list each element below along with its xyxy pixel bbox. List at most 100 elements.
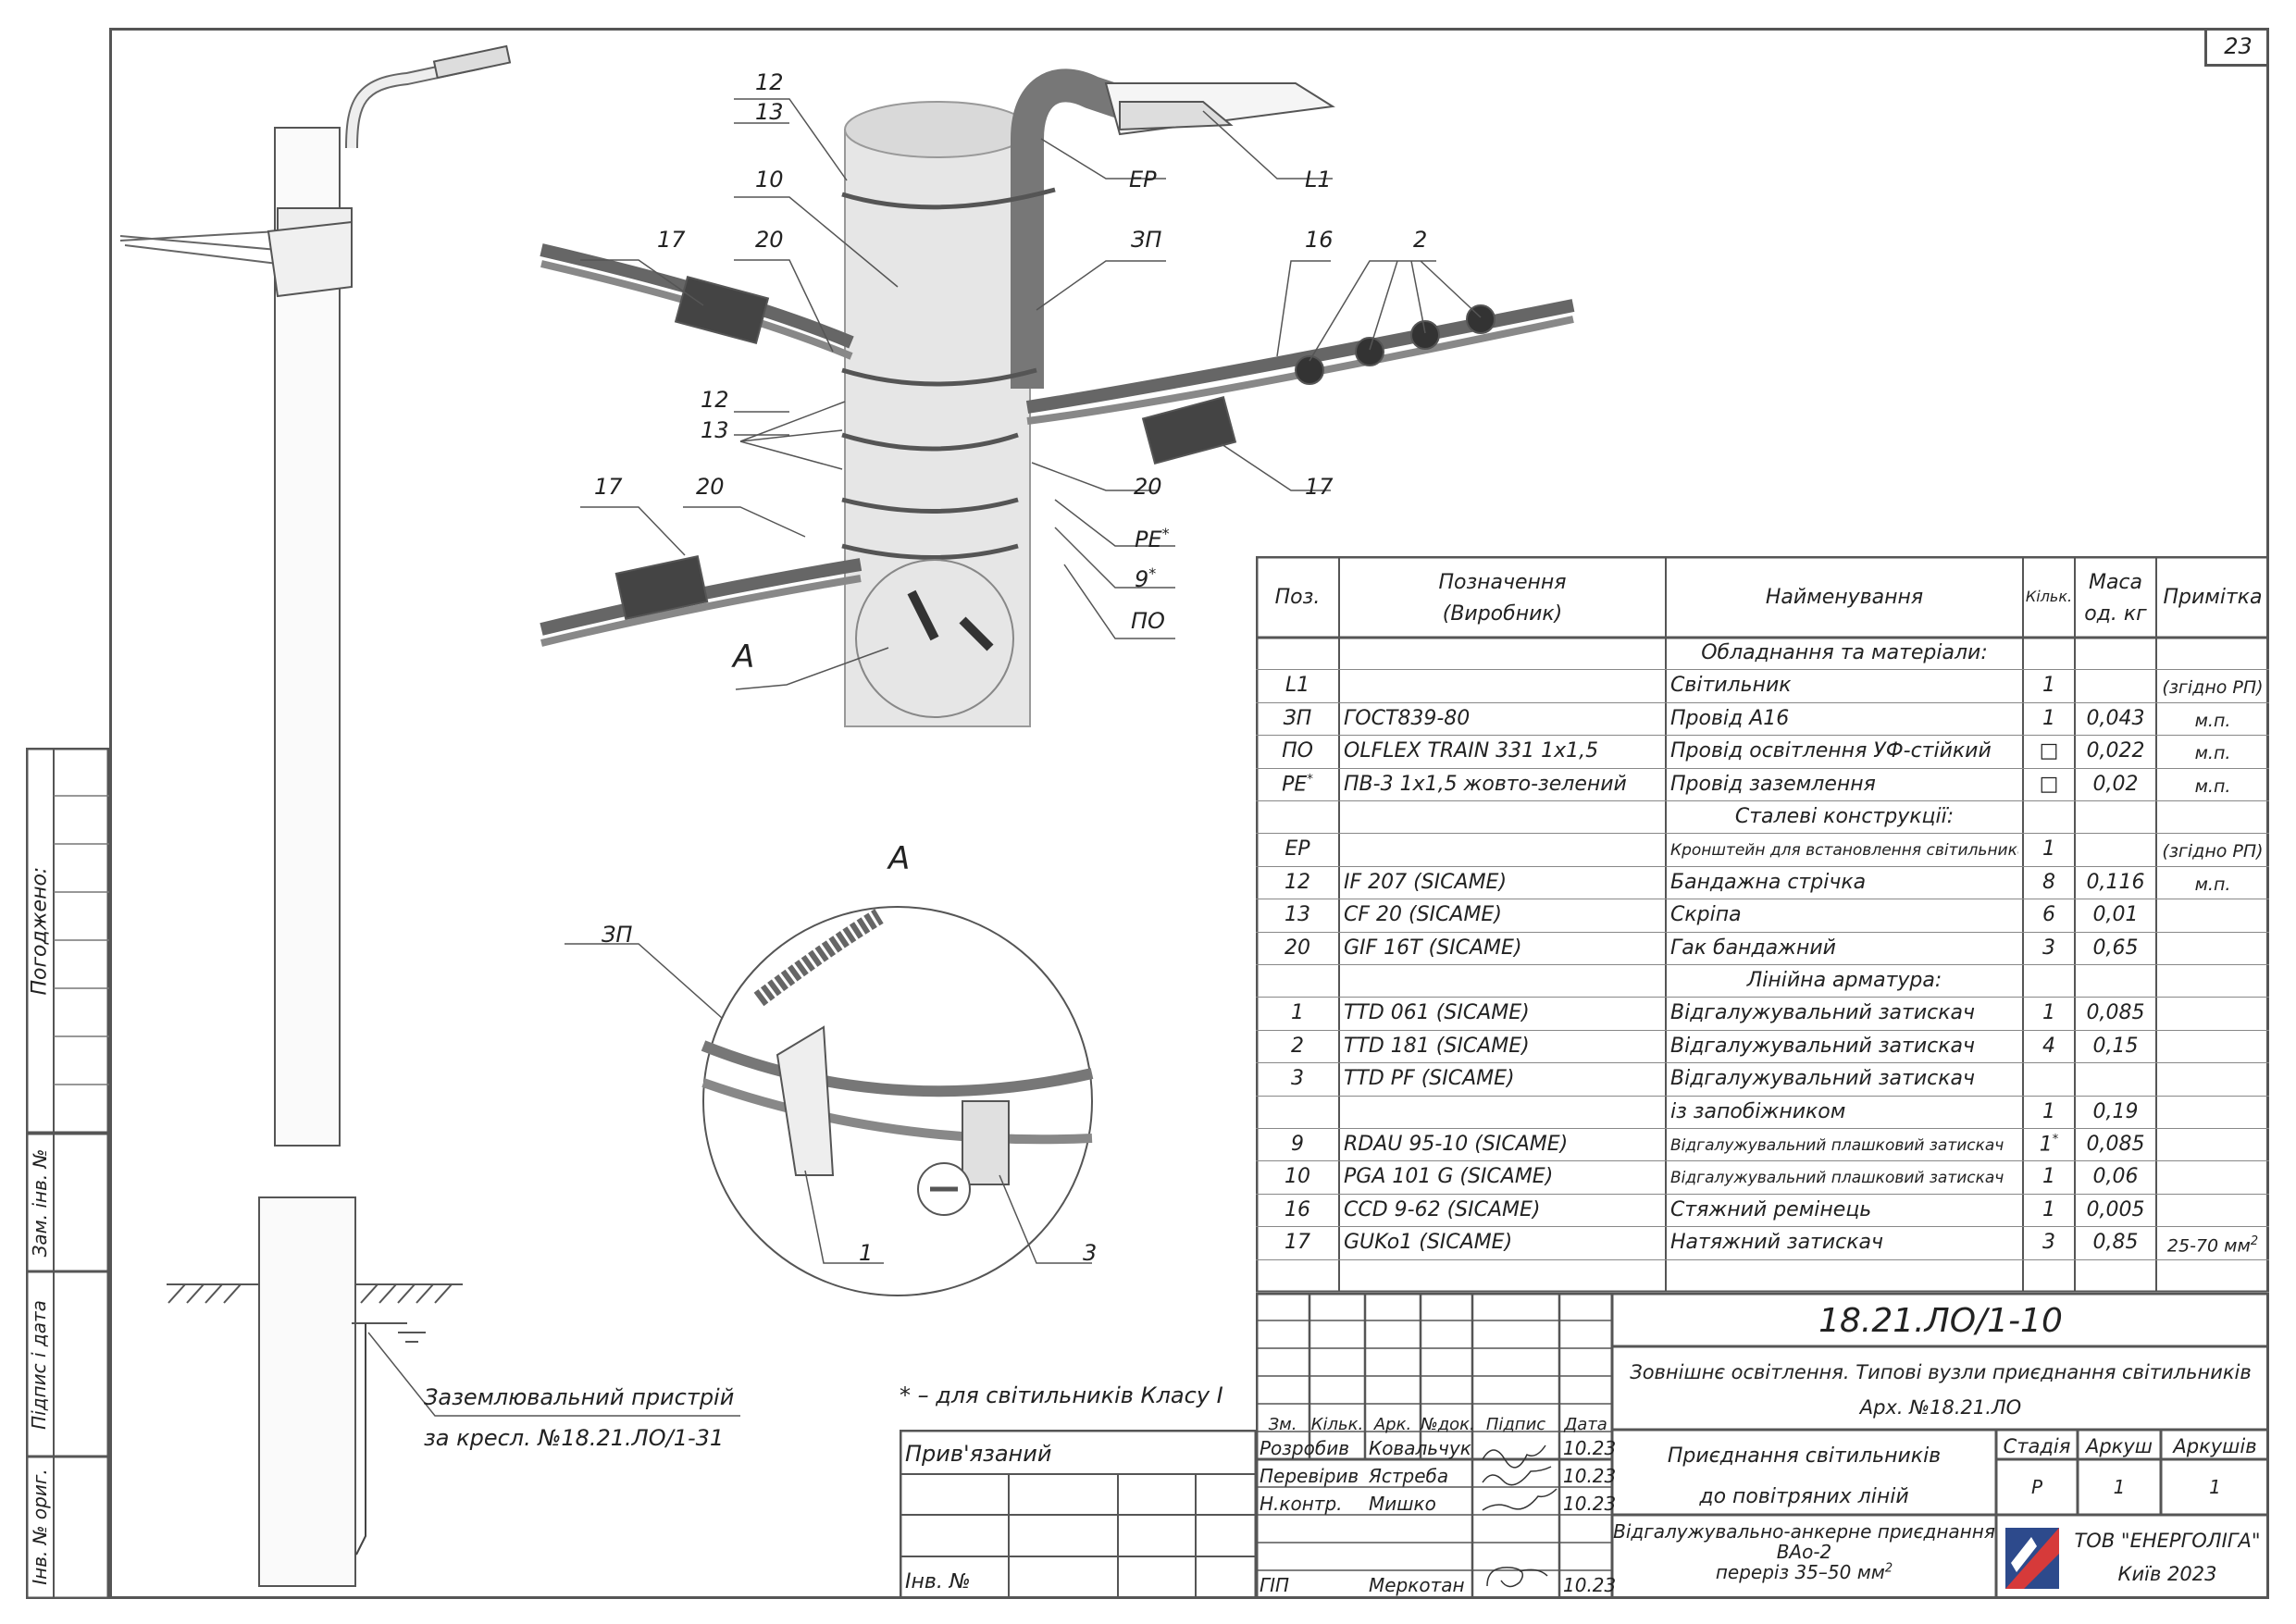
side-stamp: Погоджено: Зам. інв. № Підпис і дата Інв… <box>26 748 109 1599</box>
spec-value-des: GUKo1 (SICAME) <box>1344 1231 1513 1255</box>
spec-cell-qty: 3 <box>2023 1231 2075 1254</box>
spec-value-note: (згідно РП) <box>2162 677 2264 699</box>
detail-callout-zp: ЗП <box>602 922 633 948</box>
spec-value-des: TTD 181 (SICAME) <box>1344 1034 1530 1058</box>
spec-cell-name: Провід освітлення УФ-стійкий <box>1670 739 2018 762</box>
spec-superscript: * <box>2052 1133 2059 1147</box>
spec-value-name: Відгалужувальний затискач <box>1670 1034 1975 1058</box>
detail-callout-1: 1 <box>859 1240 874 1266</box>
spec-value-mass: 0,043 <box>2086 706 2145 730</box>
spec-superscript: 2 <box>2250 1234 2259 1249</box>
spec-value-des: OLFLEX TRAIN 331 1x1,5 <box>1344 739 1599 763</box>
spec-value-name: Кронштейн для встановлення світильника <box>1670 841 2018 861</box>
tied-label: Прив'язаний <box>905 1441 1052 1467</box>
callout-20-lower: 20 <box>696 474 725 500</box>
spec-cell-mass: 0,01 <box>2075 903 2156 926</box>
spec-value-des: ПВ-3 1x1,5 жовто-зелений <box>1344 772 1627 796</box>
spec-cell-pos: 3 <box>1256 1067 1339 1090</box>
spec-cell-pos: L1 <box>1256 674 1339 697</box>
spec-value-pos: 2 <box>1291 1034 1304 1058</box>
grounding-leader <box>367 1332 740 1417</box>
spec-value-mass: 0,005 <box>2086 1197 2145 1221</box>
spec-value-pos: ПО <box>1282 739 1313 763</box>
name-developer: Ковальчук <box>1369 1437 1471 1459</box>
title-block: Прив'язаний Інв. № Зм. Кільк. Арк. №док.… <box>900 1293 2269 1599</box>
spec-row: ПО OLFLEX TRAIN 331 1x1,5 Провід освітленн… <box>1256 736 2269 769</box>
spec-value-name: Скріпа <box>1670 903 1742 927</box>
stage-value: Р <box>2030 1476 2043 1498</box>
spec-value-mass: 0,65 <box>2092 936 2139 960</box>
callout-17-lower: 17 <box>594 474 623 500</box>
spec-cell-note: (згідно РП) <box>2156 841 2269 862</box>
spec-value-name: Провід освітлення УФ-стійкий <box>1670 739 1992 763</box>
sheet-title-1: Приєднання світильників <box>1667 1444 1942 1468</box>
spec-cell-des: ПВ-3 1x1,5 жовто-зелений <box>1344 773 1661 796</box>
date-chief-engineer: 10.23 <box>1563 1574 1617 1596</box>
spec-value-qty: 1 <box>2042 706 2055 730</box>
spec-cell-des: IF 207 (SICAME) <box>1344 871 1661 894</box>
spec-cell-mass: 0,06 <box>2075 1165 2156 1188</box>
spec-value-pos: 20 <box>1285 936 1310 960</box>
company-logo <box>2004 1526 2061 1591</box>
spec-value-note: (згідно РП) <box>2162 841 2264 862</box>
callout-po: ПО <box>1131 608 1165 634</box>
spec-cell-pos: 10 <box>1256 1165 1339 1188</box>
col-header-docno: №док. <box>1421 1415 1475 1434</box>
spec-header-note: Примітка <box>2163 586 2263 609</box>
spec-value-des: ГОСТ839-80 <box>1344 706 1471 730</box>
callout-13-upper: 13 <box>755 99 784 125</box>
spec-cell-name: Відгалужувальний затискач <box>1670 1067 2018 1090</box>
spec-header-designation-2: (Виробник) <box>1442 602 1563 626</box>
spec-value-qty: 8 <box>2042 870 2055 894</box>
main-isometric-view <box>540 68 1575 727</box>
spec-cell-name: Провід А16 <box>1670 707 2018 730</box>
spec-cell-des: TTD 061 (SICAME) <box>1344 1001 1661 1024</box>
role-chief-engineer: ГІП <box>1260 1574 1290 1596</box>
drawing-title-3: переріз 35–50 мм2 <box>1715 1561 1893 1583</box>
drawing-title-2: ВАо-2 <box>1776 1541 1832 1563</box>
spec-value-mass: 0,02 <box>2092 772 2139 796</box>
spec-value-qty: 1 <box>2042 674 2055 698</box>
spec-value-name: із запобіжником <box>1670 1099 1846 1123</box>
spec-value-mass: 0,01 <box>2092 903 2139 927</box>
spec-cell-pos: 17 <box>1256 1231 1339 1254</box>
spec-header-pos: Поз. <box>1274 586 1321 609</box>
name-norm-control: Мишко <box>1369 1493 1436 1515</box>
callout-13-middle: 13 <box>701 417 729 443</box>
spec-cell-note: (згідно РП) <box>2156 677 2269 698</box>
spec-cell-mass: 0,19 <box>2075 1100 2156 1123</box>
spec-cell-qty: 1 <box>2023 1165 2075 1188</box>
spec-value-des: CF 20 (SICAME) <box>1344 903 1502 927</box>
spec-cell-des: OLFLEX TRAIN 331 1x1,5 <box>1344 739 1661 762</box>
spec-row: Лінійна арматура: <box>1256 965 2269 998</box>
spec-cell-note: м.п. <box>2156 711 2269 731</box>
spec-value-qty: 3 <box>2042 936 2055 960</box>
spec-value-note: м.п. <box>2194 710 2231 731</box>
detail-callout-3: 3 <box>1083 1240 1098 1266</box>
spec-cell-pos: ПО <box>1256 739 1339 762</box>
spec-cell-qty: 1 <box>2023 1001 2075 1024</box>
spec-value-des: IF 207 (SICAME) <box>1344 870 1508 894</box>
spec-cell-pos: 13 <box>1256 903 1339 926</box>
callout-zp: ЗП <box>1131 227 1162 253</box>
col-header-qty: Кільк. <box>1310 1415 1364 1434</box>
callout-17-upper: 17 <box>657 227 686 253</box>
spec-cell-des: PGA 101 G (SICAME) <box>1344 1165 1661 1188</box>
spec-cell-name: Стяжний ремінець <box>1670 1198 2018 1221</box>
spec-cell-qty: 1 <box>2023 707 2075 730</box>
spec-cell-name: Відгалужувальний затискач <box>1670 1035 2018 1058</box>
date-developer: 10.23 <box>1563 1437 1617 1459</box>
spec-cell-pos: 12 <box>1256 871 1339 894</box>
grounding-note-line1: Заземлювальний пристрій <box>424 1384 735 1410</box>
sheets-label: Аркушів <box>2173 1435 2257 1457</box>
spec-header-mass-2: од. кг <box>2084 602 2147 626</box>
spec-cell-pos: 9 <box>1256 1133 1339 1156</box>
spec-cell-mass: 0,116 <box>2075 871 2156 894</box>
spec-cell-des: ГОСТ839-80 <box>1344 707 1661 730</box>
spec-cell-qty: □ <box>2023 739 2075 762</box>
